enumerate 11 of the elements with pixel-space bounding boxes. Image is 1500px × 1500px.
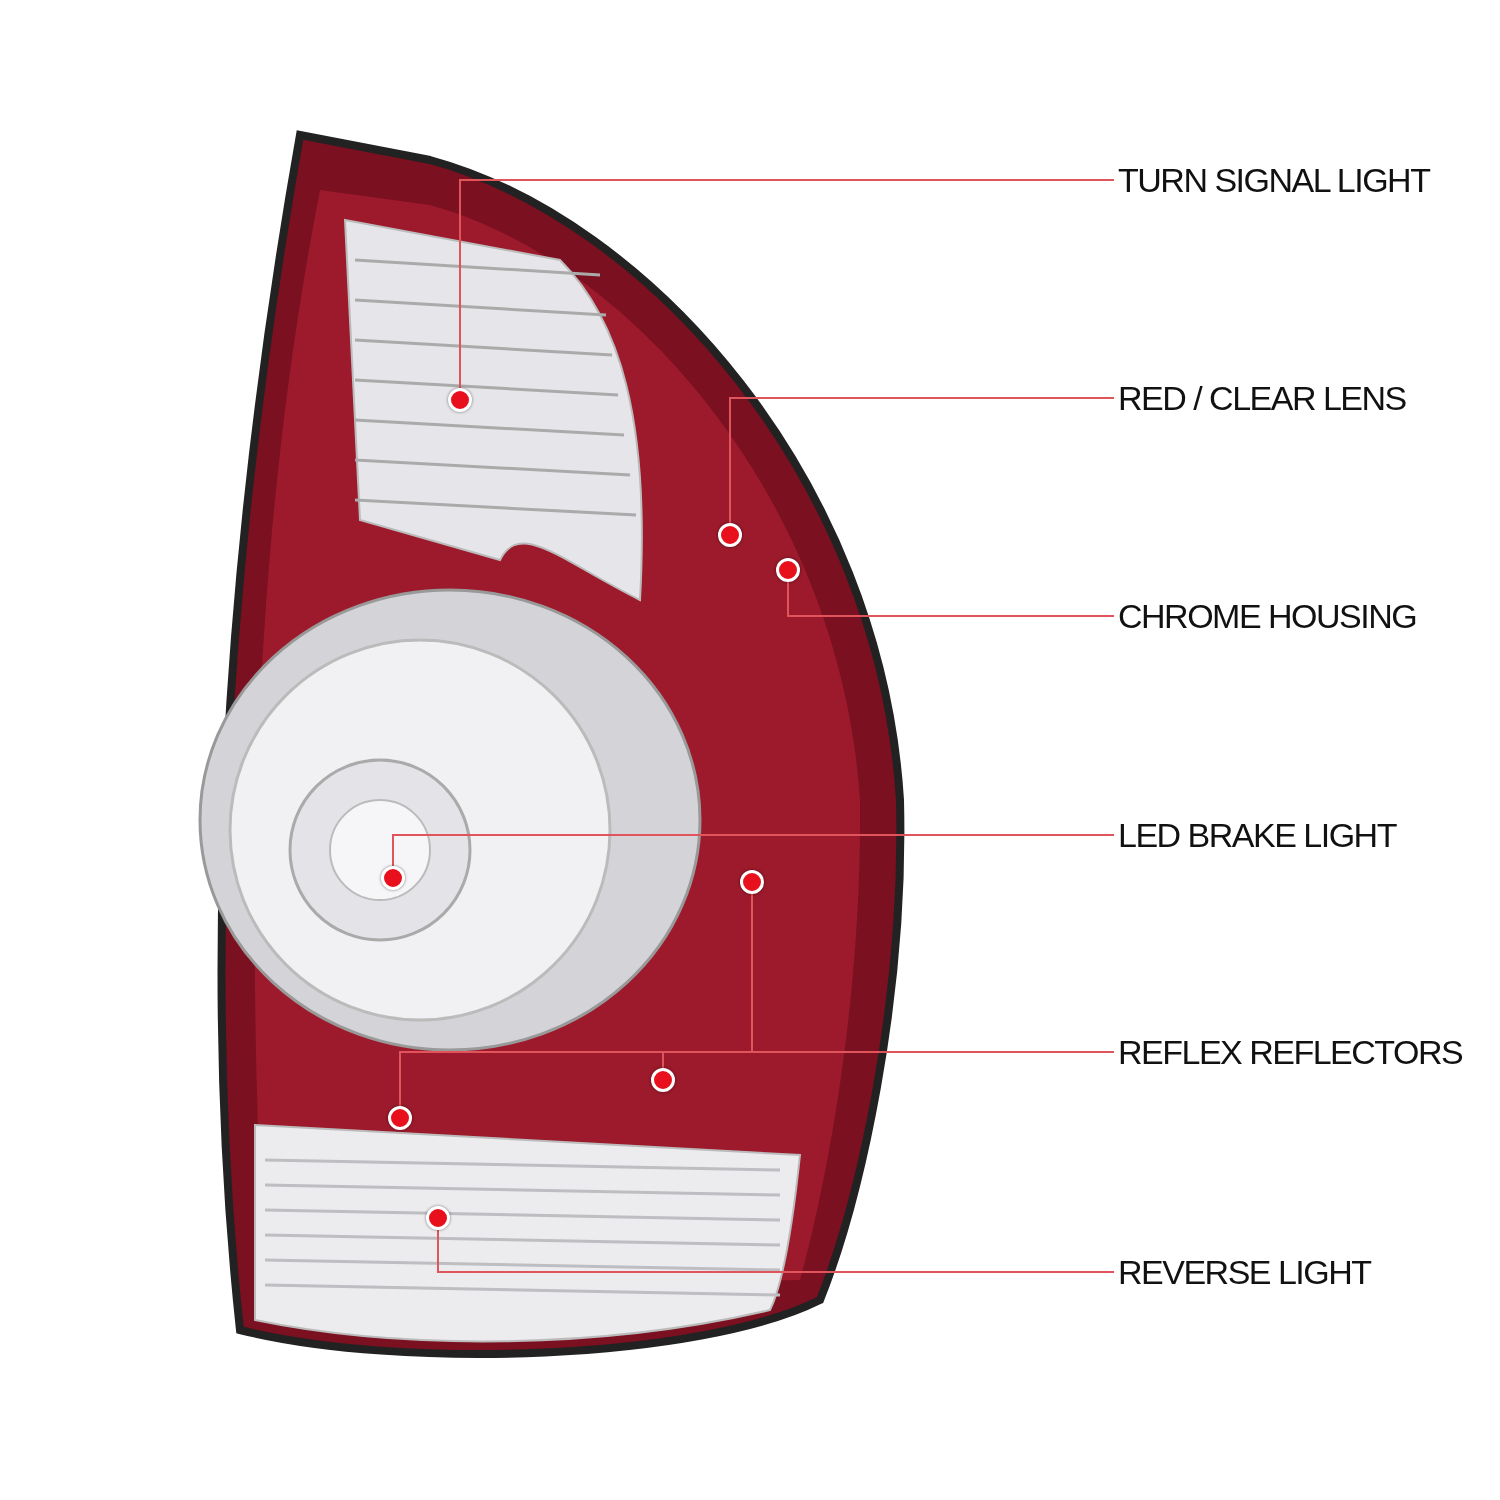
- leader-line: [459, 179, 1115, 389]
- leader-line: [437, 1229, 1115, 1273]
- leader-line: [392, 834, 1115, 867]
- part-label: REFLEX REFLECTORS: [1118, 1032, 1463, 1072]
- part-label: LED BRAKE LIGHT: [1118, 815, 1396, 855]
- part-label: CHROME HOUSING: [1118, 596, 1417, 636]
- part-label: REVERSE LIGHT: [1118, 1252, 1371, 1292]
- leader-line: [729, 397, 1115, 524]
- part-label: TURN SIGNAL LIGHT: [1118, 160, 1430, 200]
- part-label: RED / CLEAR LENS: [1118, 378, 1406, 418]
- leader-line: [787, 581, 1115, 617]
